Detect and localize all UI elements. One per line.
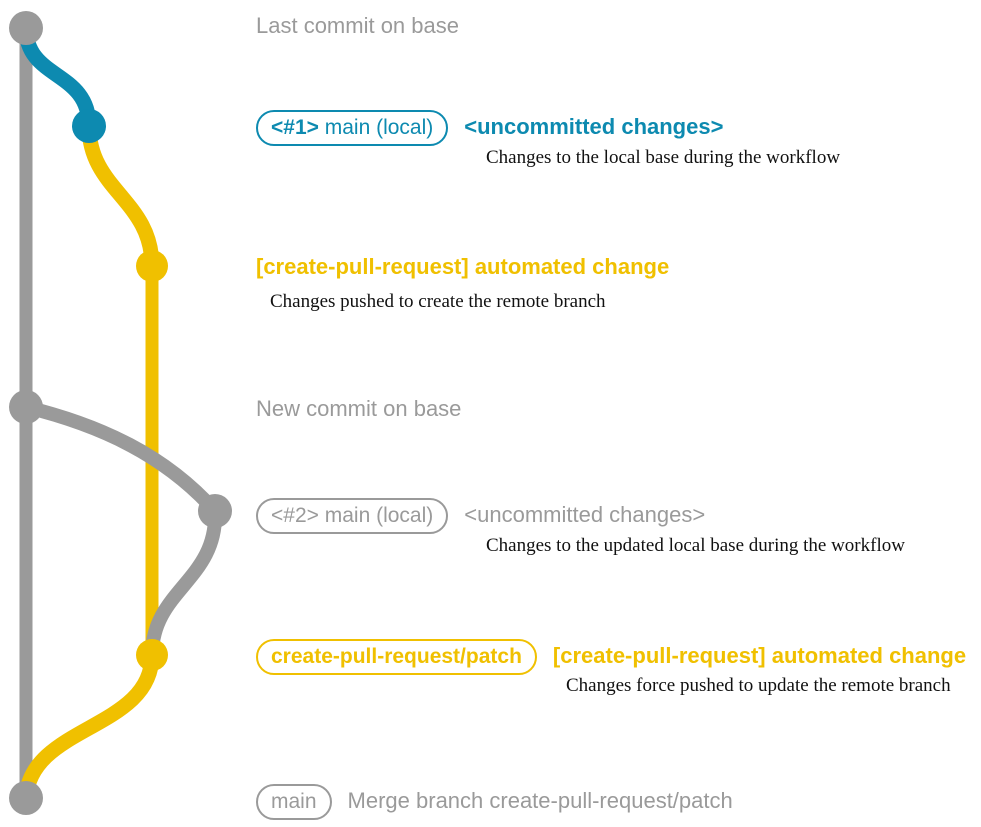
entry-force-push-remote-branch: create-pull-request/patch [create-pull-r… <box>256 639 966 675</box>
entry-merge-commit: main Merge branch create-pull-request/pa… <box>256 784 733 820</box>
entry-headline: Merge branch create-pull-request/patch <box>347 788 733 813</box>
commit-node-local-2[interactable] <box>198 494 232 528</box>
entry-local-commit-1: <#1> main (local) <uncommitted changes> <box>256 110 723 146</box>
branch-pill-rest: main (local) <box>318 504 434 527</box>
entry-subtext-create-remote-branch: Changes pushed to create the remote bran… <box>270 291 606 312</box>
branch-pill-rest: create-pull-request/patch <box>271 645 522 668</box>
edge-patchforce-to-merge <box>18 647 160 806</box>
branch-pill-local-1[interactable]: <#1> main (local) <box>256 110 449 146</box>
branch-pill-ref: <#1> <box>271 116 319 139</box>
edge-local1-to-patch <box>81 118 160 274</box>
edge-local2-to-patchforce <box>145 504 223 662</box>
branch-pill-rest: main <box>271 790 317 813</box>
entry-headline: New commit on base <box>256 396 462 421</box>
branch-pill-create-pull-request-patch[interactable]: create-pull-request/patch <box>256 639 537 675</box>
branch-pill-main[interactable]: main <box>256 784 332 820</box>
entry-local-commit-2: <#2> main (local) <uncommitted changes> <box>256 498 705 534</box>
commit-node-base-last[interactable] <box>9 11 43 45</box>
entry-subtext-local-commit-1: Changes to the local base during the wor… <box>486 147 841 168</box>
entry-create-remote-branch: [create-pull-request] automated change <box>256 256 669 278</box>
entry-headline: [create-pull-request] automated change <box>552 643 967 668</box>
edge-basenew-to-local2 <box>19 400 222 518</box>
entry-headline: [create-pull-request] automated change <box>256 254 670 279</box>
commit-node-local-1[interactable] <box>72 109 106 143</box>
commit-node-base-new[interactable] <box>9 390 43 424</box>
entry-new-commit-on-base: New commit on base <box>256 398 461 420</box>
entry-subtext-local-commit-2: Changes to the updated local base during… <box>486 535 905 556</box>
entry-headline: <uncommitted changes> <box>464 114 724 139</box>
commit-node-patch-create[interactable] <box>136 250 168 282</box>
branch-pill-ref: <#2> <box>271 504 319 527</box>
branch-pill-local-2[interactable]: <#2> main (local) <box>256 498 449 534</box>
commit-node-patch-force[interactable] <box>136 639 168 671</box>
entry-last-commit-on-base: Last commit on base <box>256 15 459 37</box>
entry-headline: <uncommitted changes> <box>464 502 706 527</box>
branch-pill-rest: main (local) <box>318 116 434 139</box>
entry-subtext-force-push-remote-branch: Changes force pushed to update the remot… <box>566 675 951 696</box>
entry-headline: Last commit on base <box>256 13 459 38</box>
commit-node-base-merge[interactable] <box>9 781 43 815</box>
